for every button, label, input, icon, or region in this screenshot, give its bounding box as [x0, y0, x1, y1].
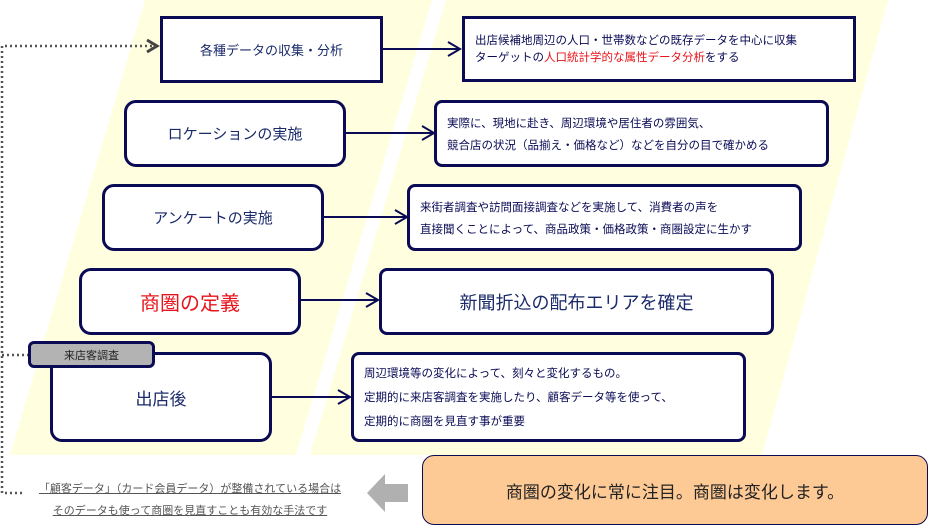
description-line: 来街者調査や訪問面接調査などを実施して、消費者の声を — [420, 199, 719, 214]
back-arrow-icon — [367, 474, 408, 512]
step-description-data-analysis: 出店候補地周辺の人口・世帯数などの既存データを中心に収集 ターゲットの人口統計学… — [462, 16, 856, 82]
step-box-data-analysis: 各種データの収集・分析 — [160, 16, 383, 83]
visitor-survey-tag: 来店客調査 — [28, 341, 155, 368]
summary-box: 商圏の変化に常に注目。商圏は変化します。 — [422, 455, 928, 525]
step-label: 商圏の定義 — [140, 291, 240, 315]
step-description-after-opening: 周辺環境等の変化によって、刻々と変化するもの。 定期的に来店客調査を実施したり、… — [351, 352, 746, 442]
description-line: 定期的に商圏を見直す事が重要 — [364, 414, 525, 428]
text-segment: をする — [705, 50, 740, 64]
tag-label: 来店客調査 — [64, 348, 119, 362]
text-segment: 出店候補地周辺の人口・世帯数などの既存データを中心に収集 — [475, 33, 797, 47]
description-line: 実際に、現地に赴き、周辺環境や居住者の雰囲気、 — [447, 115, 711, 130]
step-description-trade-area-definition: 新聞折込の配布エリアを確定 — [379, 268, 774, 335]
step-arrows — [271, 41, 462, 405]
feedback-arrowhead — [146, 38, 160, 54]
step-label: 出店後 — [135, 389, 187, 410]
description-line: ターゲットの人口統計学的な属性データ分析をする — [475, 49, 843, 66]
customer-data-note: 「顧客データ」（カード会員データ）が整備されている場合は そのデータも使って商圏… — [30, 478, 350, 522]
summary-text: 商圏の変化に常に注目。商圏は変化します。 — [505, 482, 845, 503]
description-line: 新聞折込の配布エリアを確定 — [459, 292, 694, 314]
step-label: ロケーションの実施 — [167, 125, 303, 143]
step-box-survey: アンケートの実施 — [102, 184, 324, 251]
step-label: 各種データの収集・分析 — [199, 44, 343, 59]
note-line: 「顧客データ」（カード会員データ）が整備されている場合は — [38, 482, 342, 495]
text-segment: ターゲットの — [475, 50, 544, 64]
description-line: 競合店の状況（品揃え・価格など）などを自分の目で確かめる — [447, 137, 769, 152]
description-line: 出店候補地周辺の人口・世帯数などの既存データを中心に収集 — [475, 32, 843, 49]
step-box-location: ロケーションの実施 — [124, 100, 346, 167]
feedback-loop-line — [0, 44, 152, 495]
step-label: アンケートの実施 — [153, 209, 273, 227]
step-description-survey: 来街者調査や訪問面接調査などを実施して、消費者の声を 直接聞くことによって、商品… — [407, 184, 802, 251]
description-line: 周辺環境等の変化によって、刻々と変化するもの。 — [364, 366, 628, 380]
description-line: 直接聞くことによって、商品政策・価格政策・商圏設定に生かす — [420, 221, 753, 236]
highlight-text: 人口統計学的な属性データ分析 — [544, 50, 705, 64]
note-line: そのデータも使って商圏を見直すことも有効な手法です — [52, 504, 328, 517]
step-box-trade-area-definition: 商圏の定義 — [79, 268, 301, 335]
description-line: 定期的に来店客調査を実施したり、顧客データ等を使って、 — [364, 390, 673, 404]
step-description-location: 実際に、現地に赴き、周辺環境や居住者の雰囲気、 競合店の状況（品揃え・価格など）… — [434, 100, 829, 167]
